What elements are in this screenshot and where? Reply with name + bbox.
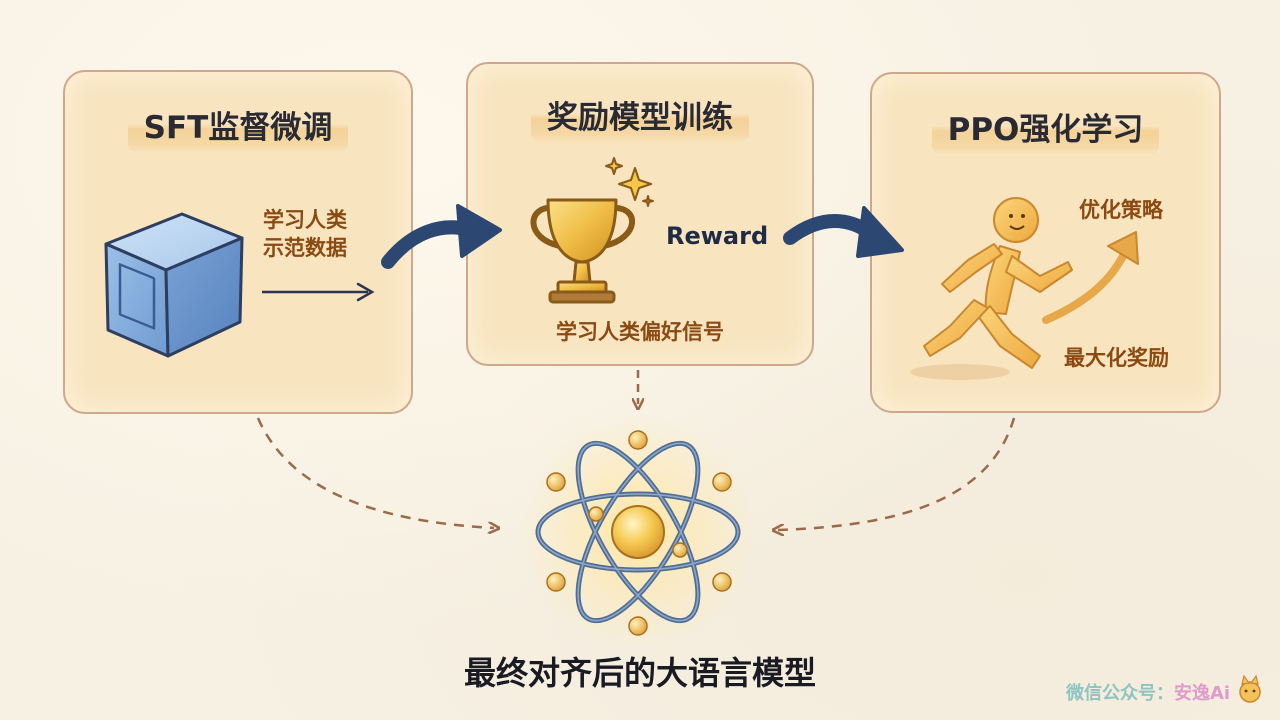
watermark-prefix: 微信公众号： <box>1066 683 1174 704</box>
dashed-arrow-ppo-to-result <box>778 417 1016 530</box>
sparkle-icon <box>605 157 654 207</box>
ppo-top-note: 优化策略 <box>1079 198 1163 222</box>
watermark: 微信公众号：安逸Ai <box>1066 679 1230 705</box>
stage-card-reward-model: 奖励模型训练 Reward 学习人类偏好信号 <box>466 62 814 366</box>
cube-icon <box>104 212 244 358</box>
watermark-brand: 安逸Ai <box>1174 683 1231 704</box>
sft-note-line-2: 示范数据 <box>263 236 347 260</box>
trophy-icon <box>530 198 635 304</box>
sft-note: 学习人类 示范数据 <box>263 206 347 262</box>
stage-card-ppo: PPO强化学习 优化策略 最大化奖励 <box>870 72 1221 413</box>
ppo-bottom-note: 最大化奖励 <box>1064 346 1169 370</box>
stage-title-reward-model: 奖励模型训练 <box>468 90 812 143</box>
stage-title-ppo: PPO强化学习 <box>872 102 1219 155</box>
sft-thin-arrow <box>262 282 375 302</box>
big-arrow-rm-to-ppo <box>783 206 904 258</box>
atom-icon <box>520 414 756 650</box>
reward-label: Reward <box>666 222 769 250</box>
dashed-arrow-sft-to-result <box>256 417 494 528</box>
stage-title-sft: SFT监督微调 <box>65 100 411 153</box>
reward-model-note: 学习人类偏好信号 <box>556 320 724 344</box>
sft-note-line-1: 学习人类 <box>263 208 347 232</box>
final-model-label: 最终对齐后的大语言模型 <box>463 654 816 692</box>
big-arrow-sft-to-rm <box>381 204 502 269</box>
cat-face-icon <box>1239 674 1261 703</box>
growth-arrow-icon <box>1042 231 1139 324</box>
runner-icon <box>910 197 1073 380</box>
